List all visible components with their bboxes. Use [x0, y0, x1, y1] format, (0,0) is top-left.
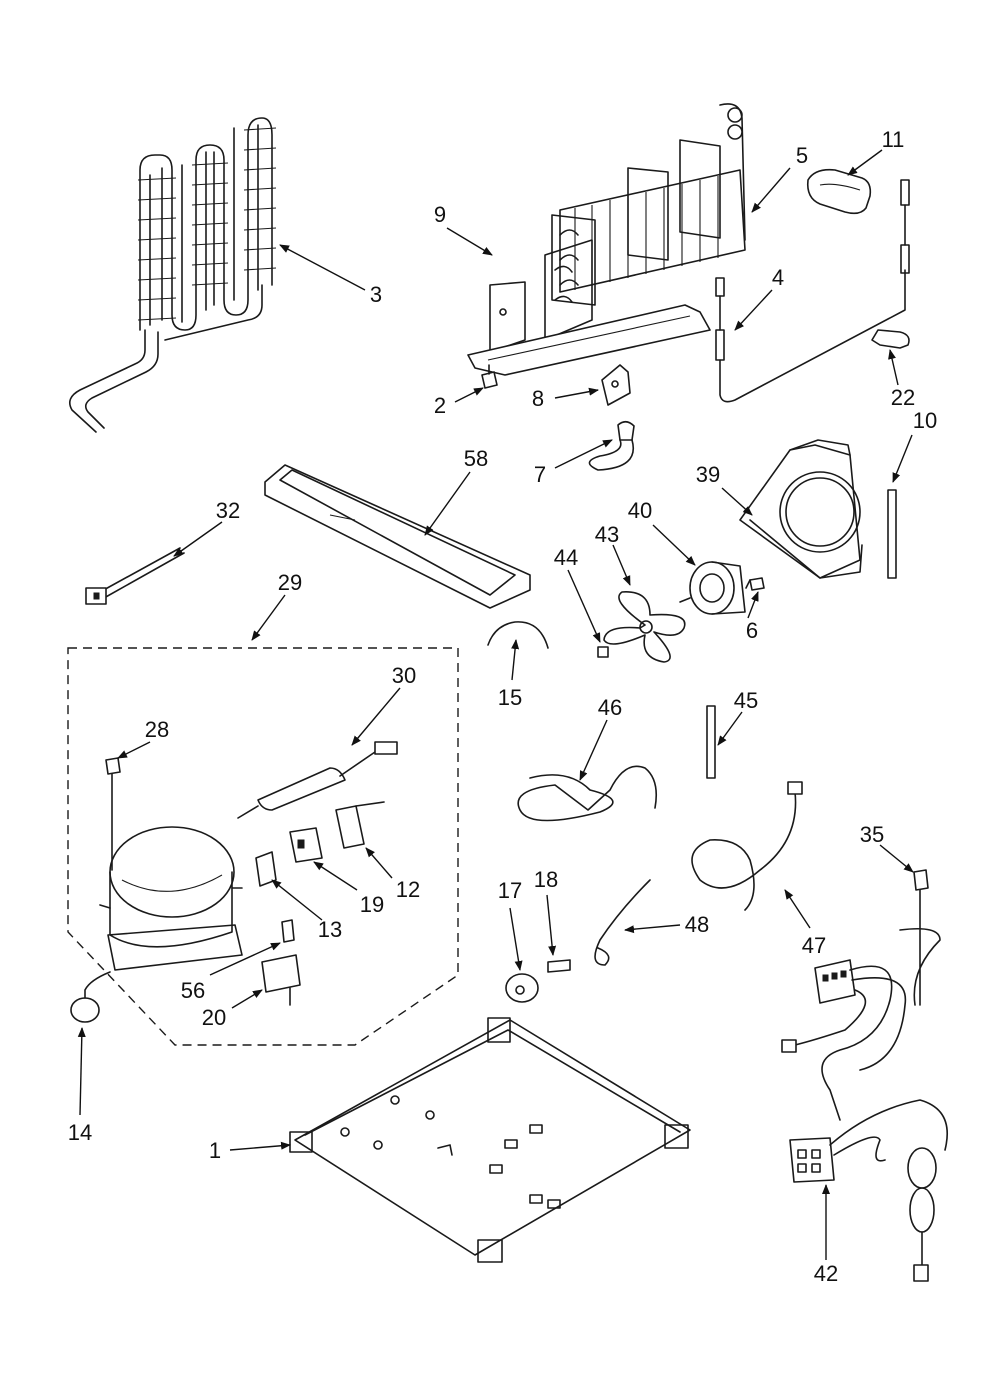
axle-part-18 [547, 959, 571, 973]
callout-32: 20 [202, 1005, 226, 1030]
capacitor-part-29 [237, 741, 398, 819]
bolt-part-20 [105, 757, 121, 775]
compressor [99, 771, 243, 971]
screw-part-2 [481, 364, 498, 389]
wire-tie-part-30 [85, 547, 185, 605]
callout-56: 56 [181, 978, 205, 1003]
callout-39: 39 [696, 462, 720, 487]
callout-45: 45 [734, 688, 758, 713]
strip-part-10 [887, 489, 897, 579]
callout-19: 22 [891, 385, 915, 410]
tube-part-48 [594, 879, 651, 966]
drain-tube-part-46 [517, 765, 658, 822]
callout-4: 4 [772, 265, 784, 290]
callout-10: 10 [913, 408, 937, 433]
callout-13: 13 [318, 917, 342, 942]
callout-labels: 3 9 5 11 4 2 8 22 10 58 7 39 32 40 43 44… [68, 127, 937, 1286]
screw-part-56 [281, 919, 295, 943]
clip-part-44 [597, 646, 609, 658]
callout-35: 35 [860, 822, 884, 847]
fan-shroud [739, 439, 863, 579]
callout-48: 48 [685, 912, 709, 937]
callout-11: 11 [882, 127, 905, 152]
drain-trough [264, 464, 531, 609]
condenser-coil [69, 117, 277, 433]
compressor-kit-boundary [67, 647, 459, 1046]
tube-part-47 [691, 781, 803, 911]
callout-46: 46 [598, 695, 622, 720]
fan-motor [679, 561, 746, 615]
callout-7: 9 [434, 202, 446, 227]
callout-3: 3 [370, 282, 382, 307]
callout-12: 12 [396, 877, 420, 902]
callout-18: 18 [534, 867, 558, 892]
callout-44: 44 [554, 545, 578, 570]
screw-part-6 [745, 577, 765, 591]
wire-harness [781, 869, 949, 1282]
cover-part-32 [261, 954, 301, 1006]
callout-9: 8 [532, 386, 544, 411]
cap-part [806, 168, 872, 215]
callout-43: 43 [595, 522, 619, 547]
wire-clip-part-15 [487, 621, 549, 649]
fan-blade [603, 591, 686, 663]
callout-29: 30 [392, 663, 416, 688]
callout-20: 28 [145, 717, 169, 742]
grommet-part-14 [70, 971, 111, 1023]
thermistor-part-8 [588, 420, 635, 471]
callout-1: 1 [209, 1138, 221, 1163]
callout-8: 7 [534, 462, 546, 487]
callout-17: 17 [498, 878, 522, 903]
overload-part-12 [335, 801, 385, 849]
callout-47: 47 [802, 933, 826, 958]
leader-lines [77, 149, 914, 1260]
callout-2: 2 [434, 393, 446, 418]
callout-6: 6 [746, 618, 758, 643]
callout-58: 58 [464, 446, 488, 471]
sensor-wire [715, 179, 910, 403]
callout-28: 29 [278, 570, 302, 595]
evaporator-assembly [467, 103, 746, 376]
clip-part-19 [871, 329, 910, 349]
base-platform [289, 1017, 691, 1263]
bracket-part-9 [601, 364, 631, 406]
callout-42: 42 [814, 1261, 838, 1286]
pin-part-45 [706, 705, 716, 779]
relay-part-22 [289, 827, 323, 863]
callout-22: 19 [360, 892, 384, 917]
callout-40: 40 [628, 498, 652, 523]
callout-14: 14 [68, 1120, 92, 1145]
roller-part-17 [505, 973, 539, 1003]
callout-30: 32 [216, 498, 240, 523]
callout-15: 15 [498, 685, 522, 710]
callout-5: 5 [796, 143, 808, 168]
